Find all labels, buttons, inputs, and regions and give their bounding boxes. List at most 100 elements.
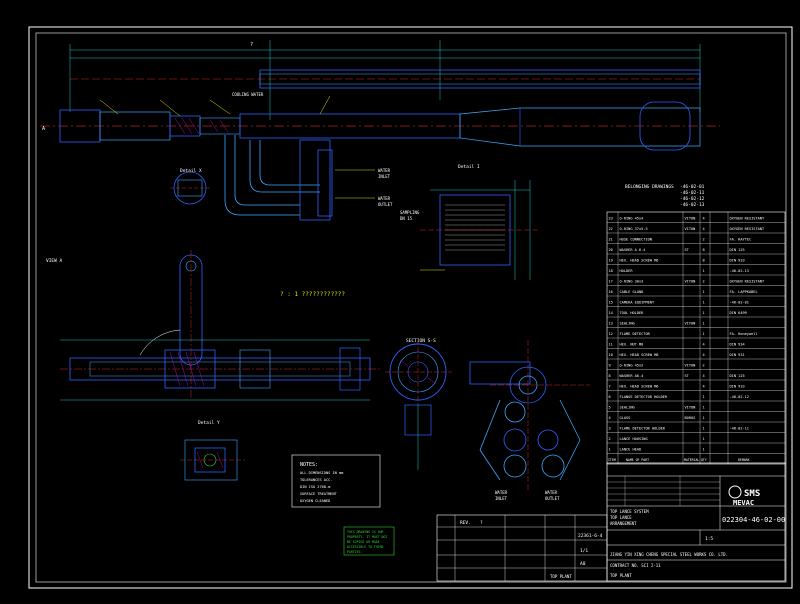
parts-row-qty: 2 [703,364,705,368]
parts-row-qty: 1 [703,448,705,452]
parts-row-name: O-RING 30x3 [620,280,644,284]
rev-value: ? [480,520,483,526]
cooling-hoses [224,135,375,221]
parts-row-name: SEALING [620,322,635,326]
detail-x-label: Detail X [180,168,202,174]
svg-text:INLET: INLET [495,496,508,501]
parts-row-qty: 1 [703,290,705,294]
scale-value: 1:5 [705,536,713,542]
parts-row-material: VITON [685,364,696,368]
contract-number: CONTRACT NO. SCI 2-11 [610,563,661,568]
parts-header-qty: QTY [701,458,707,462]
scale-note: ? : 1 ???????????? [280,291,345,298]
sheet-value: 1/1 [580,548,588,554]
arm-view [469,340,590,490]
parts-row-name: WASHER A 6.4 [620,248,646,252]
parts-row-qty: 1 [703,416,705,420]
parts-row-name: HEX. HEAD SCREW M6 [620,385,659,389]
parts-row-no: 10 [609,353,613,357]
svg-text:WATER: WATER [378,196,391,201]
svg-text:WATER: WATER [378,168,391,173]
parts-row-no: 17 [609,280,613,284]
parts-row-remark: DIN 931 [730,353,745,357]
parts-row-remark: OXYGEN RESISTANT [730,280,765,284]
title-line-0: TOP LANCE SYSTEM [610,509,649,514]
section-ss-label: SECTION S-S [406,338,436,344]
parts-row-no: 6 [609,395,611,399]
parts-row-material: ST [685,248,690,252]
parts-row-no: 8 [609,374,611,378]
detail-y: Detail Y [180,420,245,481]
parts-row-material: BOROS [685,416,696,420]
parts-row-qty: 4 [703,353,705,357]
parts-row-remark: FA. LAPPKABEL [730,290,758,294]
parts-row-remark: OXYGEN RESISTANT [730,217,765,221]
parts-row-no: 2 [609,437,611,441]
svg-text:INLET: INLET [378,174,391,179]
parts-row-name: HEX. NUT M8 [620,343,644,347]
parts-row-name: WASHER A6.4 [620,374,644,378]
parts-row-no: 20 [609,248,613,252]
parts-row-no: 5 [609,406,611,410]
parts-row-no: 23 [609,217,613,221]
hose-labels: WATER INLET WATER OUTLET SAMPLING DN 15 [378,168,420,221]
plant-name: TOP PLANT [610,573,632,578]
svg-text:OUTLET: OUTLET [378,202,393,207]
parts-row-name: HEX. HEAD SCREW M8 [620,353,659,357]
plant-footer: TOP PLANT [550,574,572,579]
parts-row-no: 13 [609,322,613,326]
parts-row-remark: -46-02-12 [730,395,749,399]
section-ss: SECTION S-S [385,338,452,470]
parts-row-qty: 4 [703,217,705,221]
green-line-4: PARTIES. [347,550,362,554]
parts-row-no: 4 [609,416,611,420]
svg-text:A: A [42,126,45,132]
sms-logo-icon [728,485,742,499]
parts-row-qty: 1 [703,332,705,336]
detail-i: Detail I [420,164,540,280]
detail-y-label: Detail Y [198,420,220,426]
parts-row-remark: FA. RAYTEC [730,238,752,242]
notes-line-4: OXYGEN CLEANED [300,499,330,503]
parts-row-material: VITON [685,280,696,284]
parts-row-qty: 2 [703,238,705,242]
parts-row-qty: 4 [703,343,705,347]
parts-row-qty: 1 [703,301,705,305]
green-box: THIS DRAWING IS OUR PROPERTY. IT MUST NO… [343,526,395,556]
parts-row-remark: DIN 933 [730,259,745,263]
parts-row-remark: -46-02-11 [730,427,749,431]
parts-row-material: VITON [685,217,696,221]
notes-box: NOTES: ALL DIMENSIONS IN mm TOLERANCES A… [291,454,381,508]
parts-row-qty: 4 [703,227,705,231]
detail-x: Detail X [170,168,210,205]
parts-row-no: 14 [609,311,613,315]
belonging-item-2: -46-02-12 [680,196,705,202]
rev-label: REV. [460,520,471,526]
parts-row-material: VITON [685,406,696,410]
svg-text:DN 15: DN 15 [400,216,413,221]
parts-row-qty: 1 [703,311,705,315]
parts-row-name: O-RING 45x2 [620,364,644,368]
parts-row-name: O-RING 45x4 [620,217,644,221]
notes-title: NOTES: [300,462,318,468]
view-a: VIEW A [46,250,380,401]
parts-row-no: 19 [609,259,613,263]
company-name: MEVAC [733,499,754,507]
parts-row-name: CAMERA EQUIPMENT [620,301,655,305]
parts-row-remark: DIN 125 [730,248,745,252]
title-block: SMS MEVAC 022304-46-02-00 TOP LANCE SYST… [436,462,786,582]
parts-row-no: 1 [609,448,611,452]
parts-row-remark: DIN 6499 [730,311,747,315]
logo-text: SMS [744,489,760,499]
parts-row-no: 16 [609,290,613,294]
title-line-1: TOP LANCE [610,515,632,520]
parts-row-no: 18 [609,269,613,273]
svg-text:COOLING WATER: COOLING WATER [232,92,264,97]
parts-row-material: ST [685,374,690,378]
parts-row-name: HEX. HEAD SCREW M6 [620,259,659,263]
inner-frame [35,32,787,583]
parts-row-no: 7 [609,385,611,389]
parts-row-name: LANCE HEAD [620,448,642,452]
